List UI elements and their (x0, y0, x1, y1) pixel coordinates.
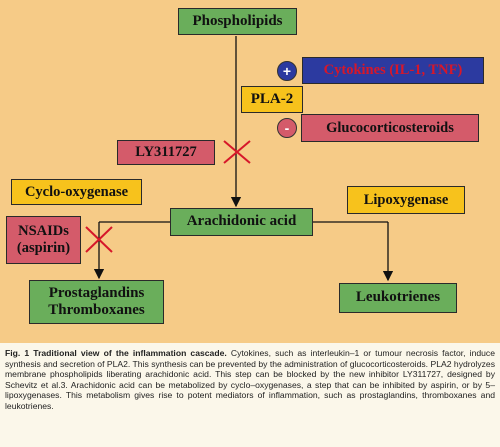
prostaglandins-label: Prostaglandins (48, 284, 145, 301)
plus-sign-icon: + (277, 61, 297, 81)
nsaids-inhibition-cross (85, 226, 113, 253)
ly311727-box: LY311727 (117, 140, 215, 165)
nsaids-box: NSAIDs (aspirin) (6, 216, 81, 264)
diagram-connectors (85, 36, 394, 282)
aspirin-label: (aspirin) (16, 240, 71, 256)
cyclooxygenase-box: Cyclo-oxygenase (11, 179, 142, 205)
phospholipids-box: Phospholipids (178, 8, 297, 35)
figure-caption: Fig. 1 Traditional view of the inflammat… (5, 348, 495, 411)
cytokines-box: Cytokines (IL-1, TNF) (302, 57, 484, 84)
nsaids-label: NSAIDs (18, 223, 69, 240)
leukotrienes-box: Leukotrienes (339, 283, 457, 313)
pla2-box: PLA-2 (241, 86, 303, 113)
minus-sign-icon: - (277, 118, 297, 138)
caption-label: Fig. 1 Traditional view of the inflammat… (5, 348, 227, 358)
caption-text: Cytokines, such as interleukin–1 or tumo… (5, 348, 496, 411)
glucocorticosteroids-box: Glucocorticosteroids (301, 114, 479, 142)
prostaglandins-thromboxanes-box: Prostaglandins Thromboxanes (29, 280, 164, 324)
lipoxygenase-box: Lipoxygenase (347, 186, 465, 214)
thromboxanes-label: Thromboxanes (48, 302, 145, 318)
arachidonic-acid-box: Arachidonic acid (170, 208, 313, 236)
ly311727-inhibition-cross (223, 140, 251, 164)
inflammation-cascade-diagram: Phospholipids + Cytokines (IL-1, TNF) PL… (0, 0, 500, 343)
